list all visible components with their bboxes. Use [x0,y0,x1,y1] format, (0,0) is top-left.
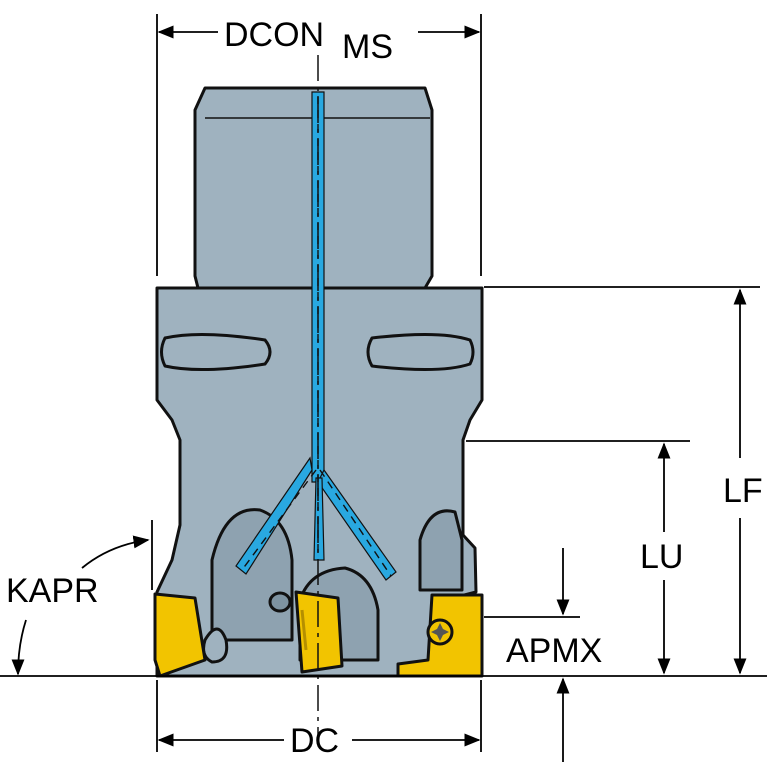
label-kapr: KAPR [6,572,99,610]
label-dc: DC [290,722,339,760]
insert-center [294,590,344,674]
insert-screw-icon [426,618,454,646]
label-apmx: APMX [506,632,602,670]
label-dcon-subscript: MS [342,28,393,66]
label-lf: LF [723,472,763,510]
coolant-hole [268,591,292,613]
insert-left [153,592,207,678]
chip-pocket-right [418,509,464,592]
grip-groove-left [160,332,272,372]
dimension-labels: DCON MS LF LU KAPR APMX DC [6,16,763,760]
chip-pocket-left [210,508,294,642]
cutting-inserts [153,590,484,678]
label-dcon: DCON [224,16,324,54]
dimension-lines [0,14,767,762]
grip-groove-right [366,332,475,372]
label-lu: LU [640,538,683,576]
